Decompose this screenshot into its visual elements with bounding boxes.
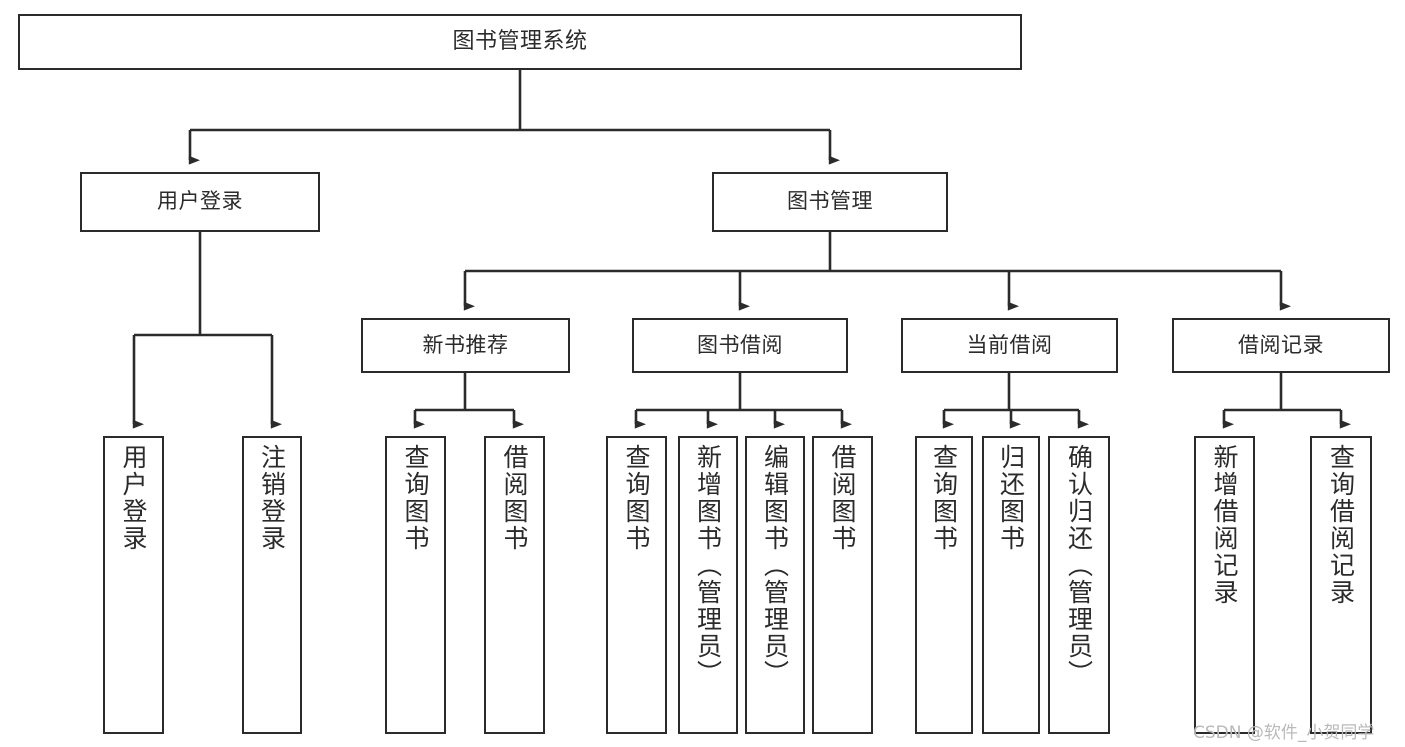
node-leaf-user-login-label: 用户登录 — [119, 444, 148, 552]
node-leaf-query-book-3-label: 查询图书 — [929, 444, 959, 552]
node-leaf-query-book-2[interactable]: 查询图书 — [606, 436, 667, 734]
node-user-login[interactable]: 用户登录 — [80, 172, 320, 232]
node-root-system[interactable]: 图书管理系统 — [18, 14, 1022, 70]
node-leaf-logout-label: 注销登录 — [257, 444, 287, 552]
node-leaf-borrow-book-1-label: 借阅图书 — [500, 444, 529, 552]
node-leaf-edit-book[interactable]: 编辑图书（管理员） — [745, 436, 805, 734]
node-leaf-add-book[interactable]: 新增图书（管理员） — [678, 436, 738, 734]
node-leaf-borrow-book-2[interactable]: 借阅图书 — [812, 436, 873, 734]
node-leaf-query-book-1[interactable]: 查询图书 — [385, 436, 446, 734]
node-leaf-return-book[interactable]: 归还图书 — [982, 436, 1040, 734]
node-leaf-add-record[interactable]: 新增借阅记录 — [1194, 436, 1255, 734]
node-book-borrow[interactable]: 图书借阅 — [632, 318, 848, 373]
node-leaf-user-login[interactable]: 用户登录 — [103, 436, 164, 734]
node-leaf-borrow-book-1[interactable]: 借阅图书 — [484, 436, 545, 734]
node-book-borrow-label: 图书借阅 — [697, 332, 783, 357]
node-leaf-confirm-return[interactable]: 确认归还（管理员） — [1048, 436, 1110, 734]
node-leaf-add-record-label: 新增借阅记录 — [1210, 444, 1239, 606]
node-borrow-record-label: 借阅记录 — [1238, 332, 1324, 357]
node-leaf-query-book-1-label: 查询图书 — [401, 444, 430, 552]
node-leaf-edit-book-label: 编辑图书（管理员） — [760, 444, 790, 687]
node-leaf-add-book-label: 新增图书（管理员） — [693, 444, 723, 687]
node-root-system-label: 图书管理系统 — [452, 28, 588, 54]
node-user-login-label: 用户登录 — [157, 189, 243, 214]
node-new-book-rec[interactable]: 新书推荐 — [361, 318, 570, 373]
node-borrow-record[interactable]: 借阅记录 — [1172, 318, 1390, 373]
node-leaf-query-book-2-label: 查询图书 — [622, 444, 651, 552]
csdn-watermark: CSDN @软件_小贺同学 — [1193, 723, 1375, 743]
node-new-book-rec-label: 新书推荐 — [422, 332, 509, 357]
node-leaf-return-book-label: 归还图书 — [996, 444, 1026, 552]
node-leaf-query-record[interactable]: 查询借阅记录 — [1310, 436, 1372, 734]
node-book-manage-label: 图书管理 — [787, 189, 873, 214]
node-leaf-query-record-label: 查询借阅记录 — [1326, 444, 1356, 606]
node-leaf-confirm-return-label: 确认归还（管理员） — [1064, 444, 1094, 687]
node-current-borrow[interactable]: 当前借阅 — [901, 318, 1118, 373]
node-book-manage[interactable]: 图书管理 — [712, 172, 948, 232]
node-leaf-logout[interactable]: 注销登录 — [242, 436, 302, 734]
node-current-borrow-label: 当前借阅 — [966, 332, 1053, 357]
node-leaf-borrow-book-2-label: 借阅图书 — [828, 444, 857, 552]
node-leaf-query-book-3[interactable]: 查询图书 — [915, 436, 973, 734]
